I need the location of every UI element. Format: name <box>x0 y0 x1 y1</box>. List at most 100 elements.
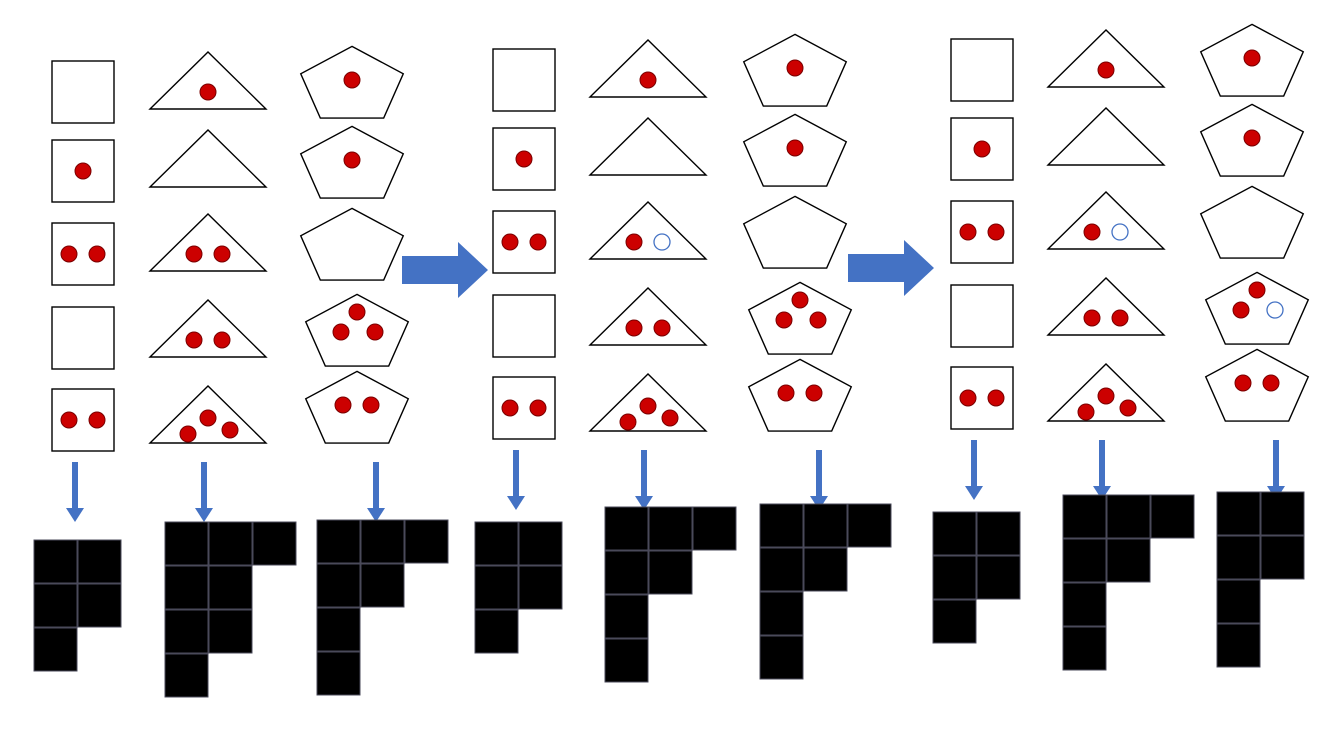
red-dot <box>987 389 1005 407</box>
red-dot <box>185 331 203 349</box>
down-arrow-shaft <box>641 450 647 498</box>
square-outline <box>492 48 556 112</box>
down-arrow <box>1093 440 1111 500</box>
triangle-with-dots <box>148 385 268 444</box>
down-arrow-head <box>810 496 828 510</box>
down-arrow-head <box>367 508 385 522</box>
triangle-with-dots <box>588 117 708 176</box>
down-arrow-shaft <box>513 450 519 498</box>
triangle-outline <box>588 117 708 176</box>
down-arrow-shaft <box>971 440 977 488</box>
red-dot <box>362 396 380 414</box>
square-outline <box>950 38 1014 102</box>
down-arrow <box>635 450 653 510</box>
black-block <box>1216 535 1261 580</box>
black-block <box>33 583 78 628</box>
black-block <box>77 583 122 628</box>
black-block <box>759 635 804 680</box>
black-block <box>1062 582 1107 627</box>
pentagon-with-dots <box>1199 23 1305 97</box>
red-dot <box>1243 129 1261 147</box>
pentagon-outline <box>747 281 853 355</box>
red-dot <box>185 245 203 263</box>
black-block <box>518 521 563 566</box>
triangle-outline <box>148 129 268 188</box>
square-outline <box>51 306 115 370</box>
black-block <box>976 555 1021 600</box>
pentagon-with-dots <box>299 45 405 119</box>
red-dot <box>777 384 795 402</box>
red-dot <box>1111 309 1129 327</box>
red-dot <box>1119 399 1137 417</box>
black-block <box>932 599 977 644</box>
block-staircase <box>759 503 892 680</box>
pentagon-with-dots <box>742 33 848 107</box>
triangle-outline <box>1046 191 1166 250</box>
black-block <box>316 563 361 608</box>
down-arrow-shaft <box>373 462 379 510</box>
square-with-dots <box>51 222 115 286</box>
black-block <box>932 511 977 556</box>
red-dot <box>1097 387 1115 405</box>
red-dot <box>987 223 1005 241</box>
down-arrow <box>195 462 213 522</box>
block-staircase <box>474 521 563 654</box>
square-with-dots <box>950 200 1014 264</box>
down-arrow <box>367 462 385 522</box>
block-staircase <box>1062 494 1195 671</box>
down-arrow-head <box>66 508 84 522</box>
right-arrow <box>402 242 488 298</box>
pentagon-with-dots <box>1199 103 1305 177</box>
black-block <box>976 511 1021 556</box>
red-dot <box>199 83 217 101</box>
red-dot <box>619 413 637 431</box>
down-arrow-head <box>507 496 525 510</box>
black-block <box>759 547 804 592</box>
down-arrow-shaft <box>1273 440 1279 488</box>
pentagon-outline <box>742 195 848 269</box>
square-with-dots <box>950 117 1014 181</box>
black-block <box>1216 579 1261 624</box>
triangle-outline <box>1046 277 1166 336</box>
black-block <box>164 521 209 566</box>
red-dot <box>366 323 384 341</box>
triangle-outline <box>148 51 268 110</box>
red-dot <box>625 319 643 337</box>
red-dot <box>661 409 679 427</box>
down-arrow <box>507 450 525 510</box>
block-staircase <box>932 511 1021 644</box>
black-block <box>1062 494 1107 539</box>
black-block <box>164 565 209 610</box>
triangle-with-dots <box>588 373 708 432</box>
triangle-with-dots <box>1046 107 1166 166</box>
triangle-outline <box>588 39 708 98</box>
triangle-with-dots <box>148 299 268 358</box>
black-block <box>847 503 892 548</box>
pentagon-outline <box>304 293 410 367</box>
down-arrow-shaft <box>1099 440 1105 488</box>
pentagon-with-dots <box>304 370 410 444</box>
black-block <box>759 503 804 548</box>
pentagon-with-dots <box>747 358 853 432</box>
red-dot <box>343 71 361 89</box>
red-dot <box>959 389 977 407</box>
black-block <box>316 651 361 696</box>
red-dot <box>639 71 657 89</box>
pentagon-with-dots <box>304 293 410 367</box>
triangle-with-dots <box>588 287 708 346</box>
red-dot <box>1083 223 1101 241</box>
black-block <box>604 550 649 595</box>
black-block <box>604 594 649 639</box>
red-dot <box>973 140 991 158</box>
red-dot <box>1234 374 1252 392</box>
black-block <box>604 638 649 683</box>
square-with-dots <box>492 48 556 112</box>
triangle-with-dots <box>148 51 268 110</box>
black-block <box>1260 491 1305 536</box>
black-block <box>208 565 253 610</box>
red-dot <box>334 396 352 414</box>
black-block <box>360 519 405 564</box>
red-dot <box>775 311 793 329</box>
red-dot <box>529 233 547 251</box>
pentagon-outline <box>747 358 853 432</box>
